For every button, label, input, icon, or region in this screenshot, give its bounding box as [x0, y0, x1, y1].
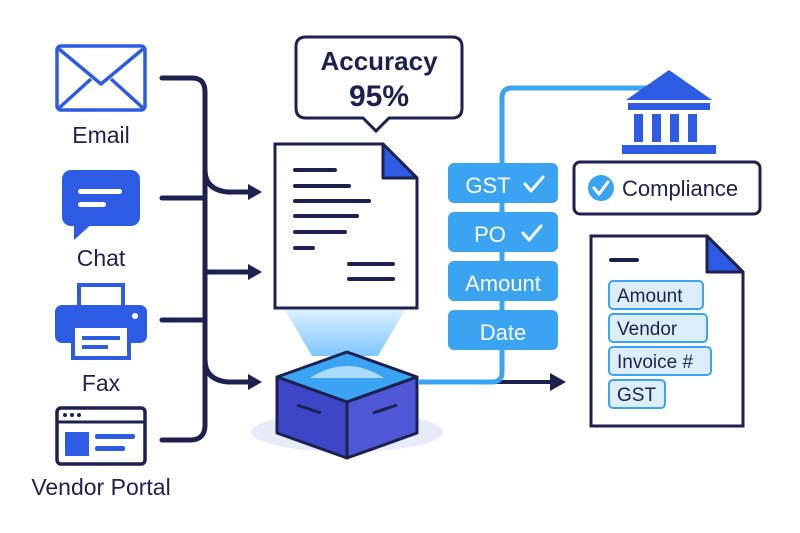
- field-gst-label: GST: [617, 385, 656, 406]
- check-date-pill: [448, 310, 558, 350]
- check-date-label: Date: [480, 320, 526, 345]
- check-circle-icon: [588, 175, 614, 201]
- processing-box-icon: [251, 350, 443, 460]
- fax-label: Fax: [82, 370, 121, 396]
- checkmark-icon: [521, 224, 543, 242]
- compliance-badge: [572, 160, 762, 216]
- accuracy-callout: [294, 35, 464, 134]
- field-gst-tag: [608, 379, 666, 409]
- field-amount-label: Amount: [617, 286, 683, 307]
- field-invoice-tag: [608, 346, 712, 376]
- chat-bubble-icon: [62, 170, 140, 240]
- document-icon: [273, 142, 419, 310]
- email-label: Email: [72, 122, 130, 148]
- field-vendor-tag: [608, 313, 708, 343]
- check-amount-label: Amount: [465, 271, 541, 296]
- check-gst-label: GST: [465, 173, 510, 198]
- field-invoice-label: Invoice #: [617, 352, 693, 373]
- fax-printer-icon: [55, 283, 147, 360]
- chat-label: Chat: [77, 245, 126, 271]
- check-po-label: PO: [474, 222, 506, 247]
- source-connectors: [159, 75, 253, 443]
- connector-arrowheads: [248, 184, 262, 390]
- check-gst-pill: [448, 163, 558, 203]
- field-amount-tag: [608, 280, 704, 310]
- bank-building-icon: [622, 70, 716, 154]
- compliance-label: Compliance: [622, 176, 738, 201]
- browser-window-icon: [55, 406, 147, 466]
- envelope-icon: [55, 44, 147, 112]
- accuracy-value: 95%: [349, 80, 409, 113]
- vendor-portal-label: Vendor Portal: [31, 474, 170, 500]
- checkmark-icon: [523, 175, 545, 193]
- field-vendor-label: Vendor: [617, 319, 678, 340]
- scan-beam: [285, 310, 405, 356]
- check-amount-pill: [448, 261, 558, 301]
- accuracy-label: Accuracy: [320, 46, 438, 76]
- check-po-pill: [448, 212, 558, 252]
